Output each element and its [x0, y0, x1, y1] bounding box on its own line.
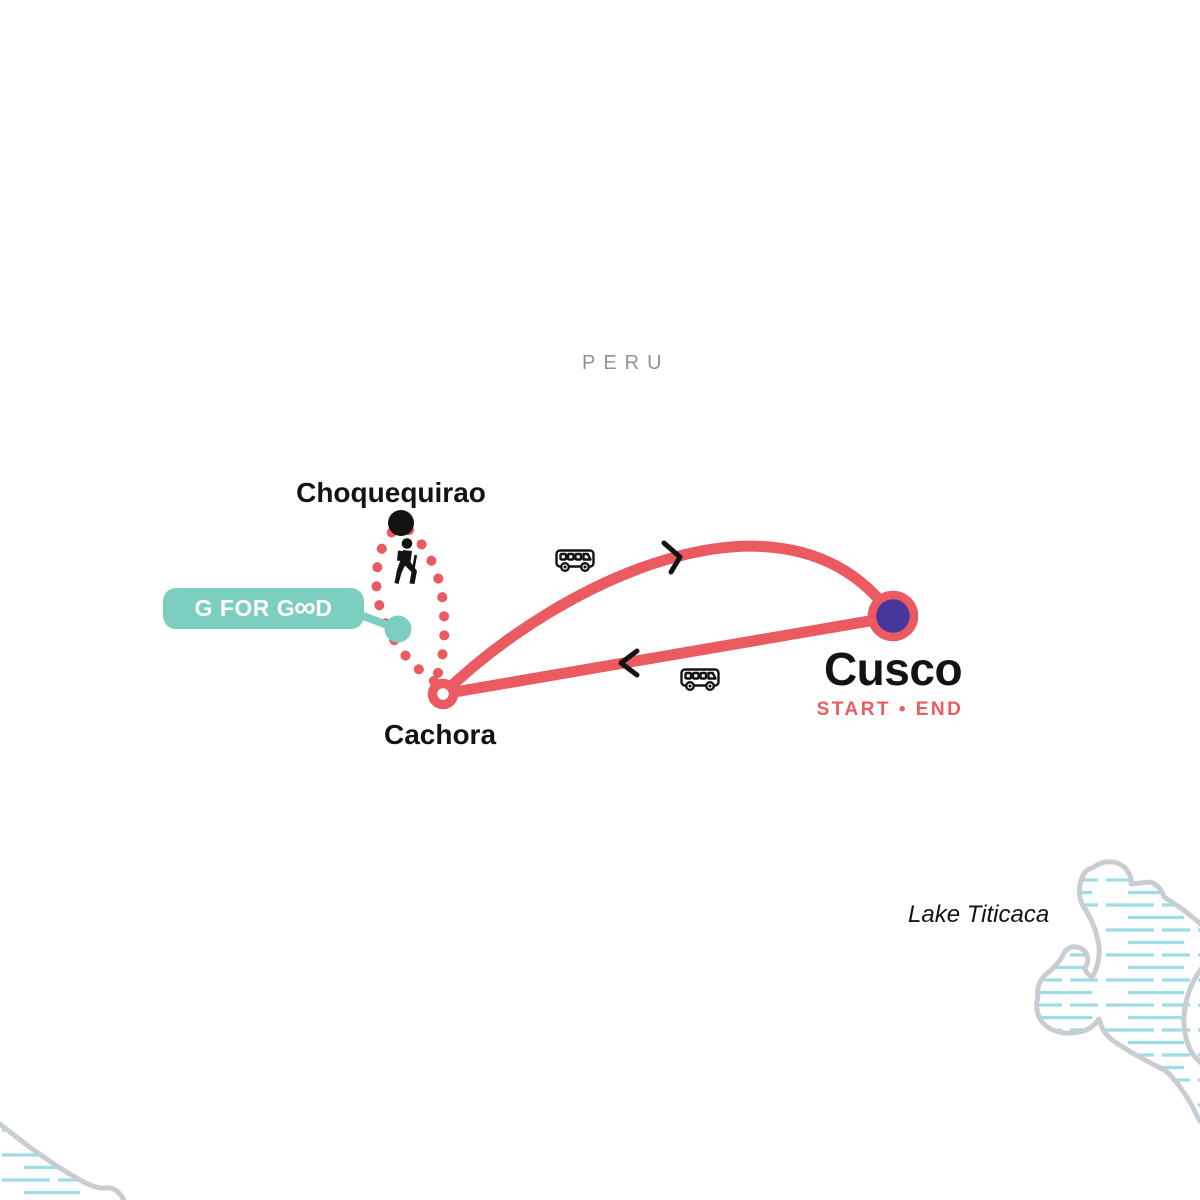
trek-route-up [371, 524, 439, 686]
badge-text-prefix: G FOR G [194, 595, 296, 621]
coast-fill [0, 1124, 124, 1200]
marker-cachora [427, 678, 459, 710]
marker-cusco [867, 590, 919, 642]
lake-body [1034, 859, 1200, 1125]
lake-inlet-curve [1181, 966, 1200, 1066]
stop-label-cusco: Cusco [823, 643, 963, 695]
direction-arrows [618, 540, 683, 678]
g-for-good-badge: G FOR G∞D [163, 588, 364, 629]
stop-label-cachora: Cachora [383, 719, 497, 750]
badge-text-suffix: D [315, 595, 333, 621]
route-cachora-to-cusco-arc [437, 540, 899, 700]
trek-route-down [404, 525, 450, 685]
coast-shape-bottom-left [0, 1121, 127, 1200]
bus-outbound-icon [555, 549, 595, 573]
hiker-icon [394, 538, 418, 584]
route-cusco-to-cachora-line [437, 611, 899, 700]
bus-routes [437, 540, 899, 700]
bus-return-icon [680, 668, 720, 692]
lake-titicaca-shape [1034, 859, 1200, 1125]
start-end-badge: START • END [816, 699, 964, 720]
chevron-left-icon [618, 648, 640, 678]
g-for-good-marker [384, 615, 412, 643]
marker-choquequirao [388, 510, 414, 536]
coast-outline [0, 1121, 127, 1200]
lake-titicaca-label: Lake Titicaca [908, 901, 1050, 928]
chevron-right-icon [661, 540, 683, 575]
country-label: PERU [582, 352, 670, 374]
trek-route-dotted [371, 524, 450, 686]
stop-label-choquequirao: Choquequirao [296, 477, 486, 508]
